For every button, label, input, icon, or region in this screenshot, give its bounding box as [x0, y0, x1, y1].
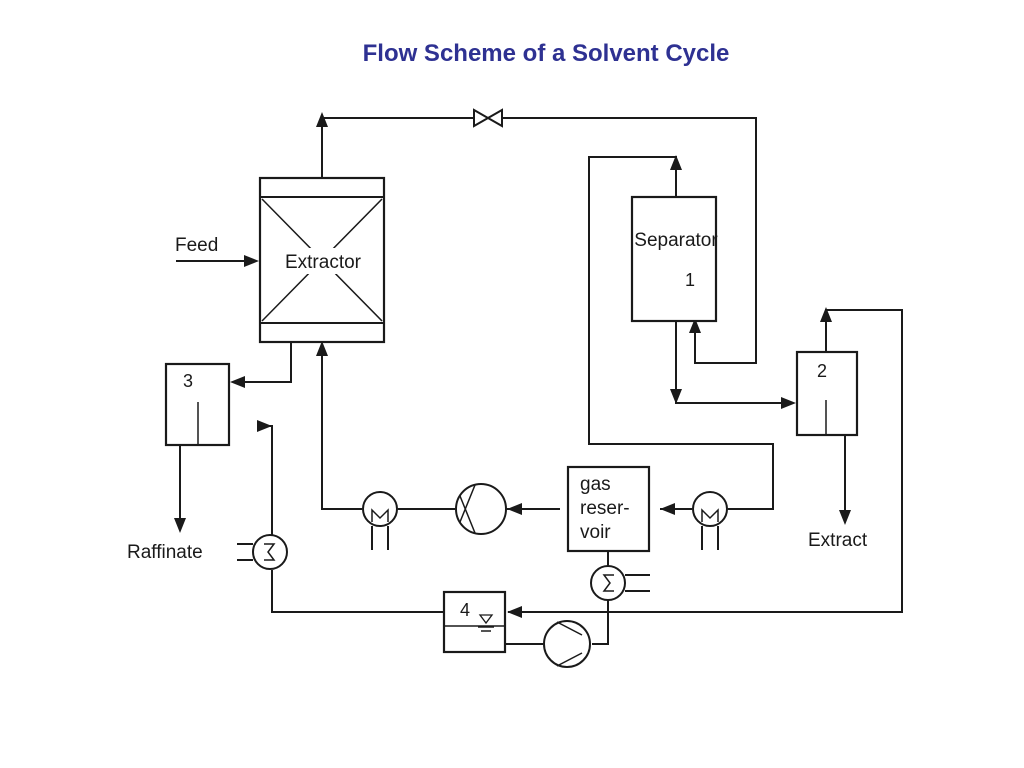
arrow-right-unit3-inlet — [257, 420, 272, 432]
page-title: Flow Scheme of a Solvent Cycle — [362, 40, 730, 67]
arrow-up-unit2-top — [820, 307, 832, 322]
pipe-extractor-to-separator — [321, 117, 757, 364]
heater-icon — [237, 534, 288, 570]
pipe-unit2-to-unit4 — [508, 309, 903, 613]
arrow-down-separator-bottom — [670, 389, 682, 404]
separator-vessel: Separator 1 — [630, 195, 718, 323]
pipe-extractor-to-unit3 — [236, 342, 292, 383]
arrow-left-pump-out — [507, 503, 522, 515]
gas-reservoir-line-1: gas — [580, 474, 611, 495]
gas-reservoir-line-3: voir — [580, 522, 611, 543]
heater-icon — [590, 565, 650, 601]
arrow-left-heater-out — [660, 503, 675, 515]
arrow-right-unit2 — [781, 397, 796, 409]
liquid-level-icon — [478, 614, 494, 632]
arrow-right-feed — [244, 255, 259, 267]
heat-exchanger-icon — [692, 491, 728, 550]
arrow-down-extract — [839, 510, 851, 525]
pump-icon — [543, 620, 591, 668]
unit-2-number: 2 — [817, 361, 827, 381]
unit-4-number: 4 — [460, 600, 470, 620]
separator-number: 1 — [685, 270, 695, 290]
feed-label: Feed — [175, 235, 218, 256]
arrow-up-extractor-outlet — [316, 112, 328, 127]
unit-4: 4 — [442, 590, 507, 654]
flow-arrows — [174, 112, 851, 618]
arrow-up-extractor-bottom — [316, 341, 328, 356]
extractor-vessel: Extractor — [258, 176, 386, 344]
unit-3-number: 3 — [183, 371, 193, 391]
pipe-return-to-extractor — [321, 350, 362, 510]
heat-exchanger-icon — [362, 491, 398, 550]
arrow-up-separator-inlet — [689, 318, 701, 333]
arrow-up-separator-top — [670, 155, 682, 170]
pipe-unit4-to-unit3 — [265, 425, 444, 613]
unit-2: 2 — [795, 350, 859, 437]
arrow-left-unit3 — [230, 376, 245, 388]
arrow-left-unit4-inlet — [507, 606, 522, 618]
pump-icon — [455, 483, 507, 535]
unit-3: 3 — [164, 362, 231, 447]
extractor-label: Extractor — [285, 252, 362, 273]
gas-reservoir-line-2: reser- — [580, 498, 630, 519]
raffinate-label: Raffinate — [127, 542, 203, 563]
valve-icon — [473, 108, 503, 128]
extract-label: Extract — [808, 530, 868, 551]
separator-label: Separator — [634, 230, 718, 251]
gas-reservoir: gas reser- voir — [566, 465, 651, 553]
arrow-down-raffinate — [174, 518, 186, 533]
pipe-gas-reservoir-to-unit4 — [506, 551, 609, 645]
